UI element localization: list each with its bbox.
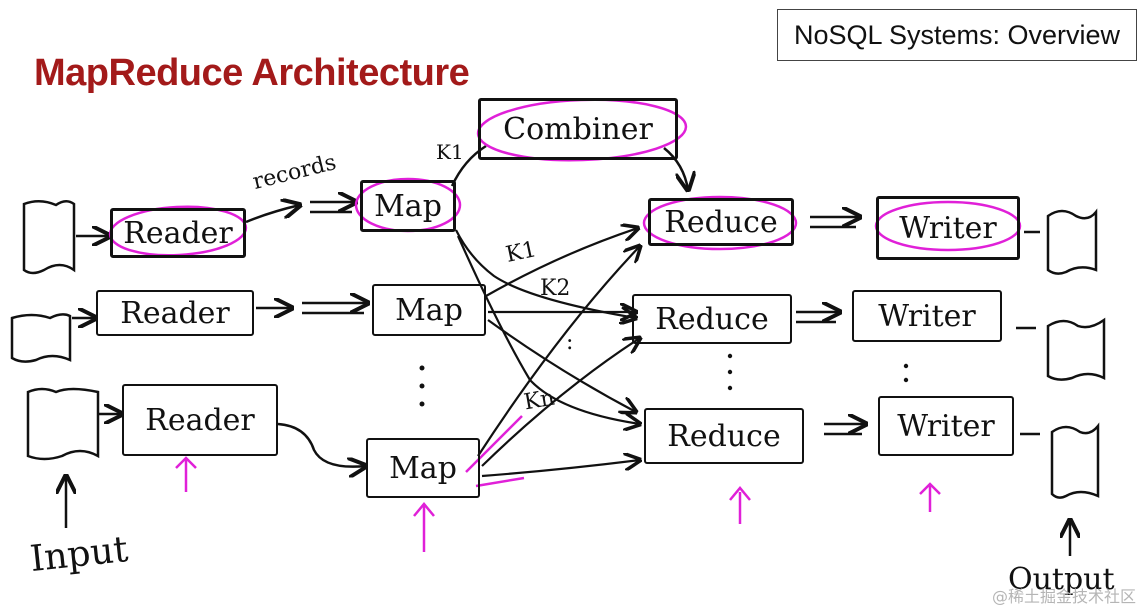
reduce-box-3: Reduce	[644, 408, 804, 464]
input-document-icon-2	[10, 313, 72, 363]
highlight-reduce-1	[642, 195, 798, 251]
ellipsis-dots	[419, 353, 909, 407]
writer-box-2: Writer	[852, 290, 1002, 342]
reduce-box-1: Reduce	[648, 198, 794, 246]
highlight-shuffle-1	[465, 415, 523, 473]
input-document-icon-3	[26, 387, 100, 461]
key-k1-top-label: K1	[436, 140, 464, 164]
key-k2-label: K2	[540, 276, 571, 301]
reader-box-1: Reader	[110, 208, 246, 258]
watermark: @稀土掘金技术社区	[991, 587, 1136, 606]
shuffle-lines	[455, 228, 640, 478]
writer-box-3: Writer	[878, 396, 1014, 456]
output-document-icon-1	[1046, 208, 1098, 275]
map-box-2: Map	[372, 284, 486, 336]
slide-title: MapReduce Architecture	[34, 52, 470, 94]
arrow-combiner-reduce-1	[663, 147, 688, 190]
writer-box-1: Writer	[876, 196, 1020, 260]
arrow-reader-3-map-3	[277, 422, 366, 467]
key-ellipsis-label: :	[566, 330, 574, 355]
output-document-icon-2	[1046, 317, 1106, 381]
input-document-icon-1	[22, 200, 76, 275]
reduce-box-2: Reduce	[632, 294, 792, 344]
output-label: Output	[1008, 562, 1115, 597]
topic-label: NoSQL Systems: Overview	[777, 9, 1137, 61]
reader-box-2: Reader	[96, 290, 254, 336]
reader-box-3: Reader	[122, 384, 278, 456]
output-document-icon-3	[1050, 422, 1100, 499]
map-box-1: Map	[360, 180, 456, 232]
arrow-records-reader-1	[245, 205, 300, 224]
map-box-3: Map	[366, 438, 480, 498]
combiner-box: Combiner	[478, 98, 678, 160]
key-kn-label: Kn	[522, 385, 557, 416]
highlight-shuffle-2	[475, 476, 525, 488]
